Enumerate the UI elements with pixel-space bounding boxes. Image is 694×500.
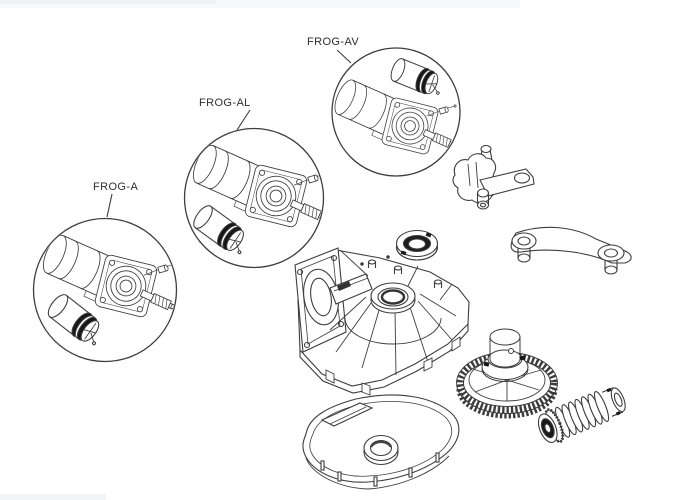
top-artifact-bar	[0, 0, 520, 8]
label-frog-al: FROG-AL	[199, 97, 251, 109]
callout-frog-a: FROG-A	[32, 181, 178, 363]
label-frog-a: FROG-A	[93, 181, 138, 193]
gearbox-cover	[302, 394, 460, 490]
gearbox-housing	[294, 247, 470, 396]
seal-ring	[395, 229, 439, 261]
label-frog-av: FROG-AV	[307, 36, 359, 48]
leader-line-frog-a	[106, 193, 113, 218]
worm-screw-bearing	[537, 387, 626, 444]
top-artifact-bar-dark	[0, 0, 216, 4]
gear-wheel	[456, 328, 558, 419]
transmission-arm	[510, 226, 632, 275]
bottom-artifact-bar	[0, 494, 106, 500]
leader-line-frog-av	[336, 49, 352, 64]
callout-frog-al: FROG-AL	[183, 97, 325, 269]
callout-frog-av: FROG-AV	[307, 36, 461, 177]
release-lever	[452, 144, 535, 210]
leader-line-frog-al	[236, 109, 251, 131]
